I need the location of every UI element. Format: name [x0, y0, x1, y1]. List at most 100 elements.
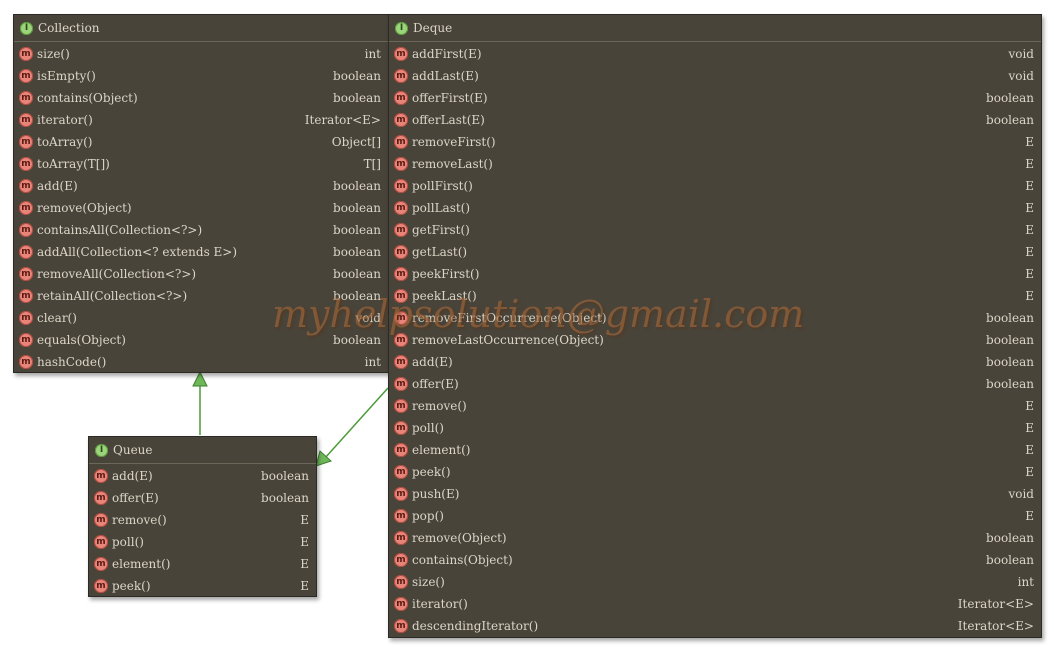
method-icon: m: [19, 333, 33, 347]
method-return-type: Iterator<E>: [957, 597, 1034, 611]
method-name: offerLast(E): [412, 113, 485, 127]
method-icon: m: [394, 47, 408, 61]
method-name: size(): [412, 575, 445, 589]
method-return-type: boolean: [333, 289, 381, 303]
method-icon: m: [394, 619, 408, 633]
method-name: getFirst(): [412, 223, 470, 237]
method-icon: m: [394, 399, 408, 413]
deque-extends-queue-line: [324, 387, 389, 459]
method-icon: m: [94, 557, 108, 571]
method-name: add(E): [412, 355, 453, 369]
method-return-type: E: [1025, 245, 1034, 259]
deque-extends-queue-arrowhead: [315, 450, 332, 467]
method-return-type: int: [364, 355, 381, 369]
queue-extends-collection-arrowhead: [192, 370, 208, 387]
method-icon: m: [19, 267, 33, 281]
method-name: getLast(): [412, 245, 468, 259]
method-name: removeAll(Collection<?>): [37, 267, 197, 281]
method-icon: m: [19, 311, 33, 325]
method-icon: m: [394, 267, 408, 281]
method-name: addLast(E): [412, 69, 479, 83]
method-return-type: boolean: [261, 491, 309, 505]
method-icon: m: [394, 553, 408, 567]
method-row[interactable]: m descendingIterator() Iterator<E>: [389, 615, 1041, 637]
method-name: offer(E): [412, 377, 459, 391]
method-return-type: E: [1025, 421, 1034, 435]
method-name: remove(): [112, 513, 167, 527]
method-icon: m: [19, 201, 33, 215]
method-name: removeFirst(): [412, 135, 496, 149]
method-name: size(): [37, 47, 70, 61]
method-name: equals(Object): [37, 333, 126, 347]
method-icon: m: [19, 135, 33, 149]
method-icon: m: [19, 223, 33, 237]
method-name: peek(): [112, 579, 151, 593]
interface-icon: I: [20, 21, 33, 35]
method-icon: m: [19, 113, 33, 127]
method-icon: m: [19, 91, 33, 105]
method-return-type: void: [1008, 47, 1034, 61]
queue-header: I Queue: [89, 437, 316, 464]
method-return-type: E: [1025, 465, 1034, 479]
method-name: descendingIterator(): [412, 619, 539, 633]
method-icon: m: [394, 377, 408, 391]
method-return-type: void: [1008, 69, 1034, 83]
method-icon: m: [19, 245, 33, 259]
method-icon: m: [394, 157, 408, 171]
method-return-type: boolean: [333, 223, 381, 237]
method-name: poll(): [112, 535, 144, 549]
method-return-type: Iterator<E>: [957, 619, 1034, 633]
